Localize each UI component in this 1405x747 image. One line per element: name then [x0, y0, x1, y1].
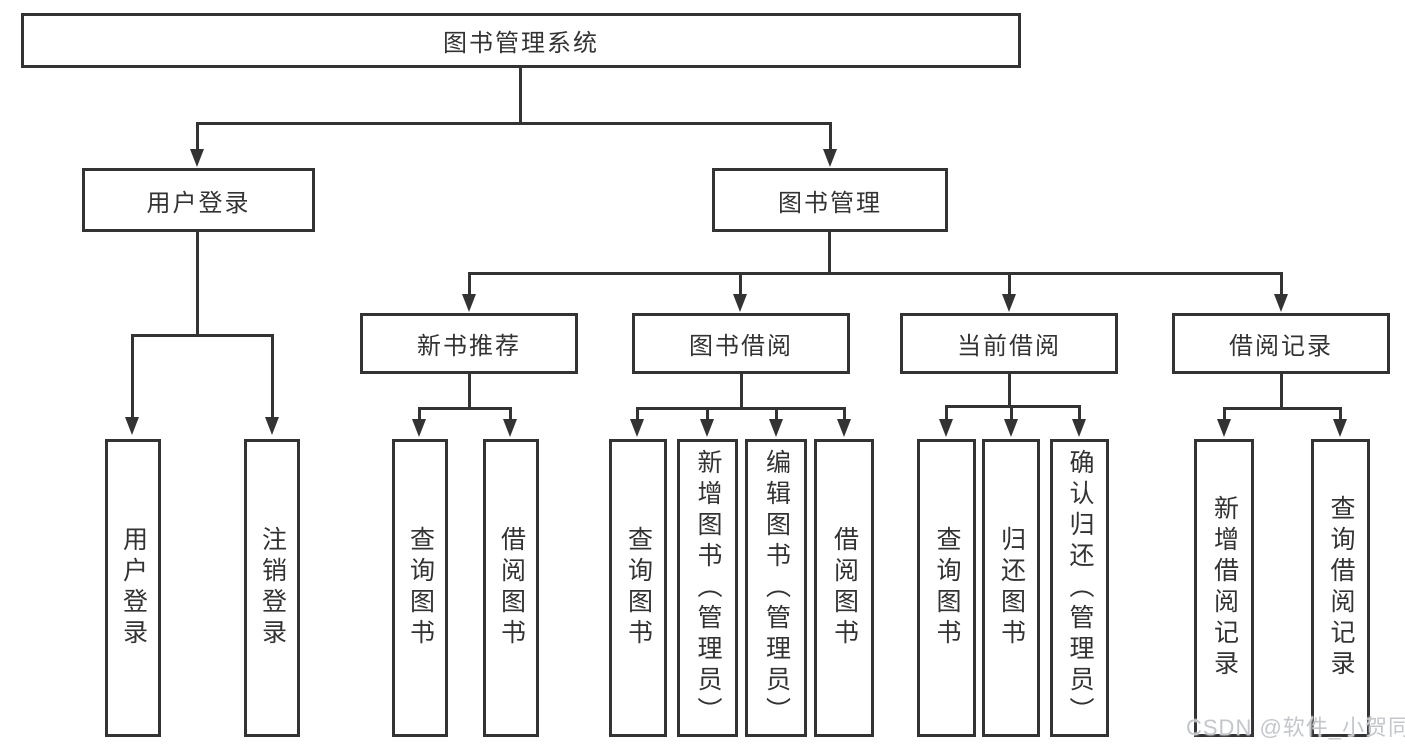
leaf-edit-books-admin-label: 编辑图书（管理员）	[762, 448, 791, 728]
connector-line	[468, 272, 1283, 275]
leaf-logout-label: 注销登录	[258, 526, 287, 650]
connector-line	[706, 407, 709, 420]
leaf-user-login-label: 用户登录	[119, 526, 148, 650]
arrowhead-icon	[265, 417, 279, 435]
connector-line	[509, 407, 512, 420]
connector-line	[636, 407, 846, 410]
connector-line	[775, 407, 778, 420]
node-borrow-records: 借阅记录	[1172, 313, 1390, 374]
node-book-borrow-label: 图书借阅	[689, 333, 793, 360]
arrowhead-icon	[1274, 294, 1288, 312]
connector-line	[1078, 405, 1081, 420]
arrowhead-icon	[733, 294, 747, 312]
arrowhead-icon	[1217, 419, 1231, 437]
connector-line	[131, 334, 274, 337]
connector-line	[945, 405, 948, 420]
arrowhead-icon	[190, 149, 204, 167]
leaf-borrow-query-books: 查询图书	[609, 439, 667, 737]
leaf-recommend-query-books-label: 查询图书	[406, 526, 435, 650]
arrowhead-icon	[503, 419, 517, 437]
node-borrow-records-label: 借阅记录	[1229, 333, 1333, 360]
arrowhead-icon	[769, 419, 783, 437]
arrowhead-icon	[700, 419, 714, 437]
connector-line	[131, 334, 134, 418]
leaf-return-books: 归还图书	[982, 439, 1040, 737]
connector-line	[1339, 407, 1342, 420]
connector-line	[636, 407, 639, 420]
connector-line	[271, 334, 274, 418]
node-user-login-label: 用户登录	[146, 189, 251, 217]
connector-line	[1280, 374, 1283, 408]
connector-line	[418, 407, 421, 420]
leaf-borrow-books-label: 借阅图书	[830, 526, 859, 650]
connector-line	[196, 122, 832, 125]
arrowhead-icon	[1333, 419, 1347, 437]
connector-line	[1223, 407, 1342, 410]
arrowhead-icon	[412, 419, 426, 437]
leaf-recommend-borrow-books-label: 借阅图书	[497, 526, 526, 650]
leaf-add-books-admin-label: 新增图书（管理员）	[694, 448, 722, 728]
connector-line	[468, 272, 471, 295]
node-library-system-label: 图书管理系统	[443, 30, 599, 57]
connector-line	[828, 232, 831, 273]
leaf-user-login: 用户登录	[105, 439, 161, 737]
connector-line	[1008, 374, 1011, 406]
leaf-add-borrow-record-label: 新增借阅记录	[1210, 495, 1239, 681]
leaf-confirm-return-admin-label: 确认归还（管理员）	[1066, 448, 1094, 728]
leaf-recommend-borrow-books: 借阅图书	[483, 439, 539, 737]
leaf-current-query-books: 查询图书	[917, 439, 976, 737]
leaf-recommend-query-books: 查询图书	[392, 439, 448, 737]
node-current-borrow: 当前借阅	[900, 313, 1118, 374]
leaf-borrow-books: 借阅图书	[814, 439, 874, 737]
leaf-edit-books-admin: 编辑图书（管理员）	[745, 439, 807, 737]
arrowhead-icon	[1004, 419, 1018, 437]
leaf-query-borrow-record-label: 查询借阅记录	[1327, 495, 1355, 681]
connector-line	[468, 374, 471, 408]
leaf-confirm-return-admin: 确认归还（管理员）	[1050, 439, 1109, 737]
connector-line	[829, 122, 832, 150]
node-new-book-recommend: 新书推荐	[360, 313, 578, 374]
node-book-management-label: 图书管理	[778, 189, 882, 217]
connector-line	[1010, 405, 1013, 420]
node-book-management: 图书管理	[712, 168, 948, 232]
connector-line	[1223, 407, 1226, 420]
arrowhead-icon	[823, 149, 837, 167]
connector-line	[418, 407, 512, 410]
connector-line	[519, 68, 522, 122]
connector-line	[196, 232, 199, 335]
node-library-system: 图书管理系统	[21, 13, 1021, 68]
arrowhead-icon	[630, 419, 644, 437]
arrowhead-icon	[1002, 294, 1016, 312]
arrowhead-icon	[939, 419, 953, 437]
leaf-add-borrow-record: 新增借阅记录	[1194, 439, 1254, 737]
connector-line	[843, 407, 846, 420]
connector-line	[1280, 272, 1283, 295]
leaf-return-books-label: 归还图书	[997, 526, 1026, 650]
arrowhead-icon	[125, 417, 139, 435]
connector-line	[196, 122, 199, 150]
leaf-logout: 注销登录	[244, 439, 300, 737]
connector-line	[1008, 272, 1011, 295]
connector-line	[945, 405, 1081, 408]
node-new-book-recommend-label: 新书推荐	[417, 333, 521, 360]
arrowhead-icon	[1072, 419, 1086, 437]
node-book-borrow: 图书借阅	[632, 313, 850, 374]
node-current-borrow-label: 当前借阅	[957, 333, 1061, 360]
connector-line	[739, 272, 742, 295]
connector-line	[740, 374, 743, 408]
leaf-query-borrow-record: 查询借阅记录	[1311, 439, 1370, 737]
arrowhead-icon	[462, 294, 476, 312]
csdn-watermark: CSDN @软件_小贺同学	[1186, 715, 1405, 740]
arrowhead-icon	[837, 419, 851, 437]
leaf-add-books-admin: 新增图书（管理员）	[677, 439, 738, 737]
leaf-current-query-books-label: 查询图书	[933, 526, 961, 650]
leaf-borrow-query-books-label: 查询图书	[624, 526, 653, 650]
node-user-login: 用户登录	[82, 168, 315, 232]
